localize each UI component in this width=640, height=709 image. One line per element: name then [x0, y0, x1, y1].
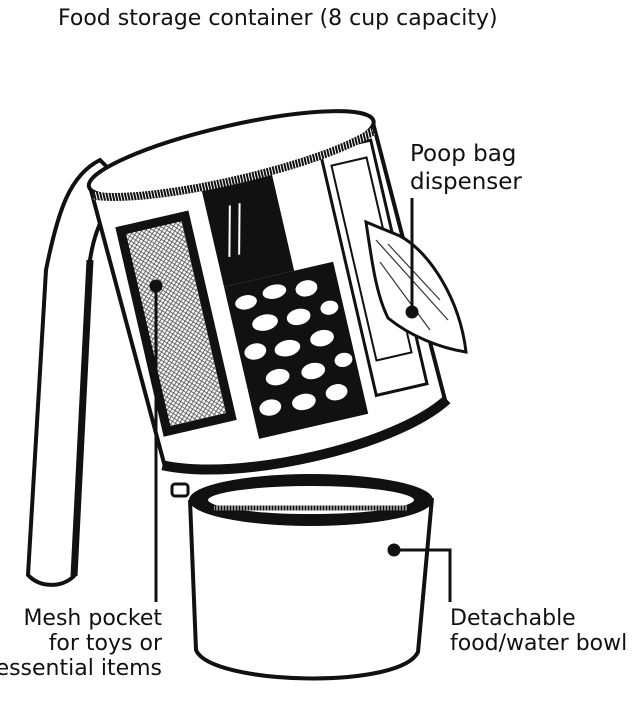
storage-cylinder: [86, 109, 451, 475]
poop-bag: [364, 219, 468, 354]
leader-lines: [149, 198, 452, 602]
poop-bag-callout-line: dispenser: [410, 169, 522, 195]
mesh-pocket-callout-line: essential items: [0, 656, 162, 681]
bowl-callout-line: Detachable: [450, 606, 576, 631]
diagram-title: Food storage container (8 cup capacity): [58, 6, 498, 31]
mesh-pocket-callout-line: Mesh pocket: [23, 606, 162, 631]
mesh-pocket-callout: Mesh pocket for toys or essential items: [0, 606, 162, 681]
bowl-callout: Detachable food/water bowl: [450, 606, 627, 656]
zipper-pull: [170, 482, 190, 498]
mesh-pocket-callout-line: for toys or: [48, 631, 162, 656]
strap-inner-edge: [70, 259, 94, 577]
detachable-bowl: [188, 474, 434, 681]
poop-bag-callout-line: Poop bag: [410, 141, 517, 167]
bowl-callout-line: food/water bowl: [450, 631, 628, 656]
poop-bag-callout: Poop bag dispenser: [410, 140, 522, 196]
mesh-pocket: [115, 210, 237, 437]
